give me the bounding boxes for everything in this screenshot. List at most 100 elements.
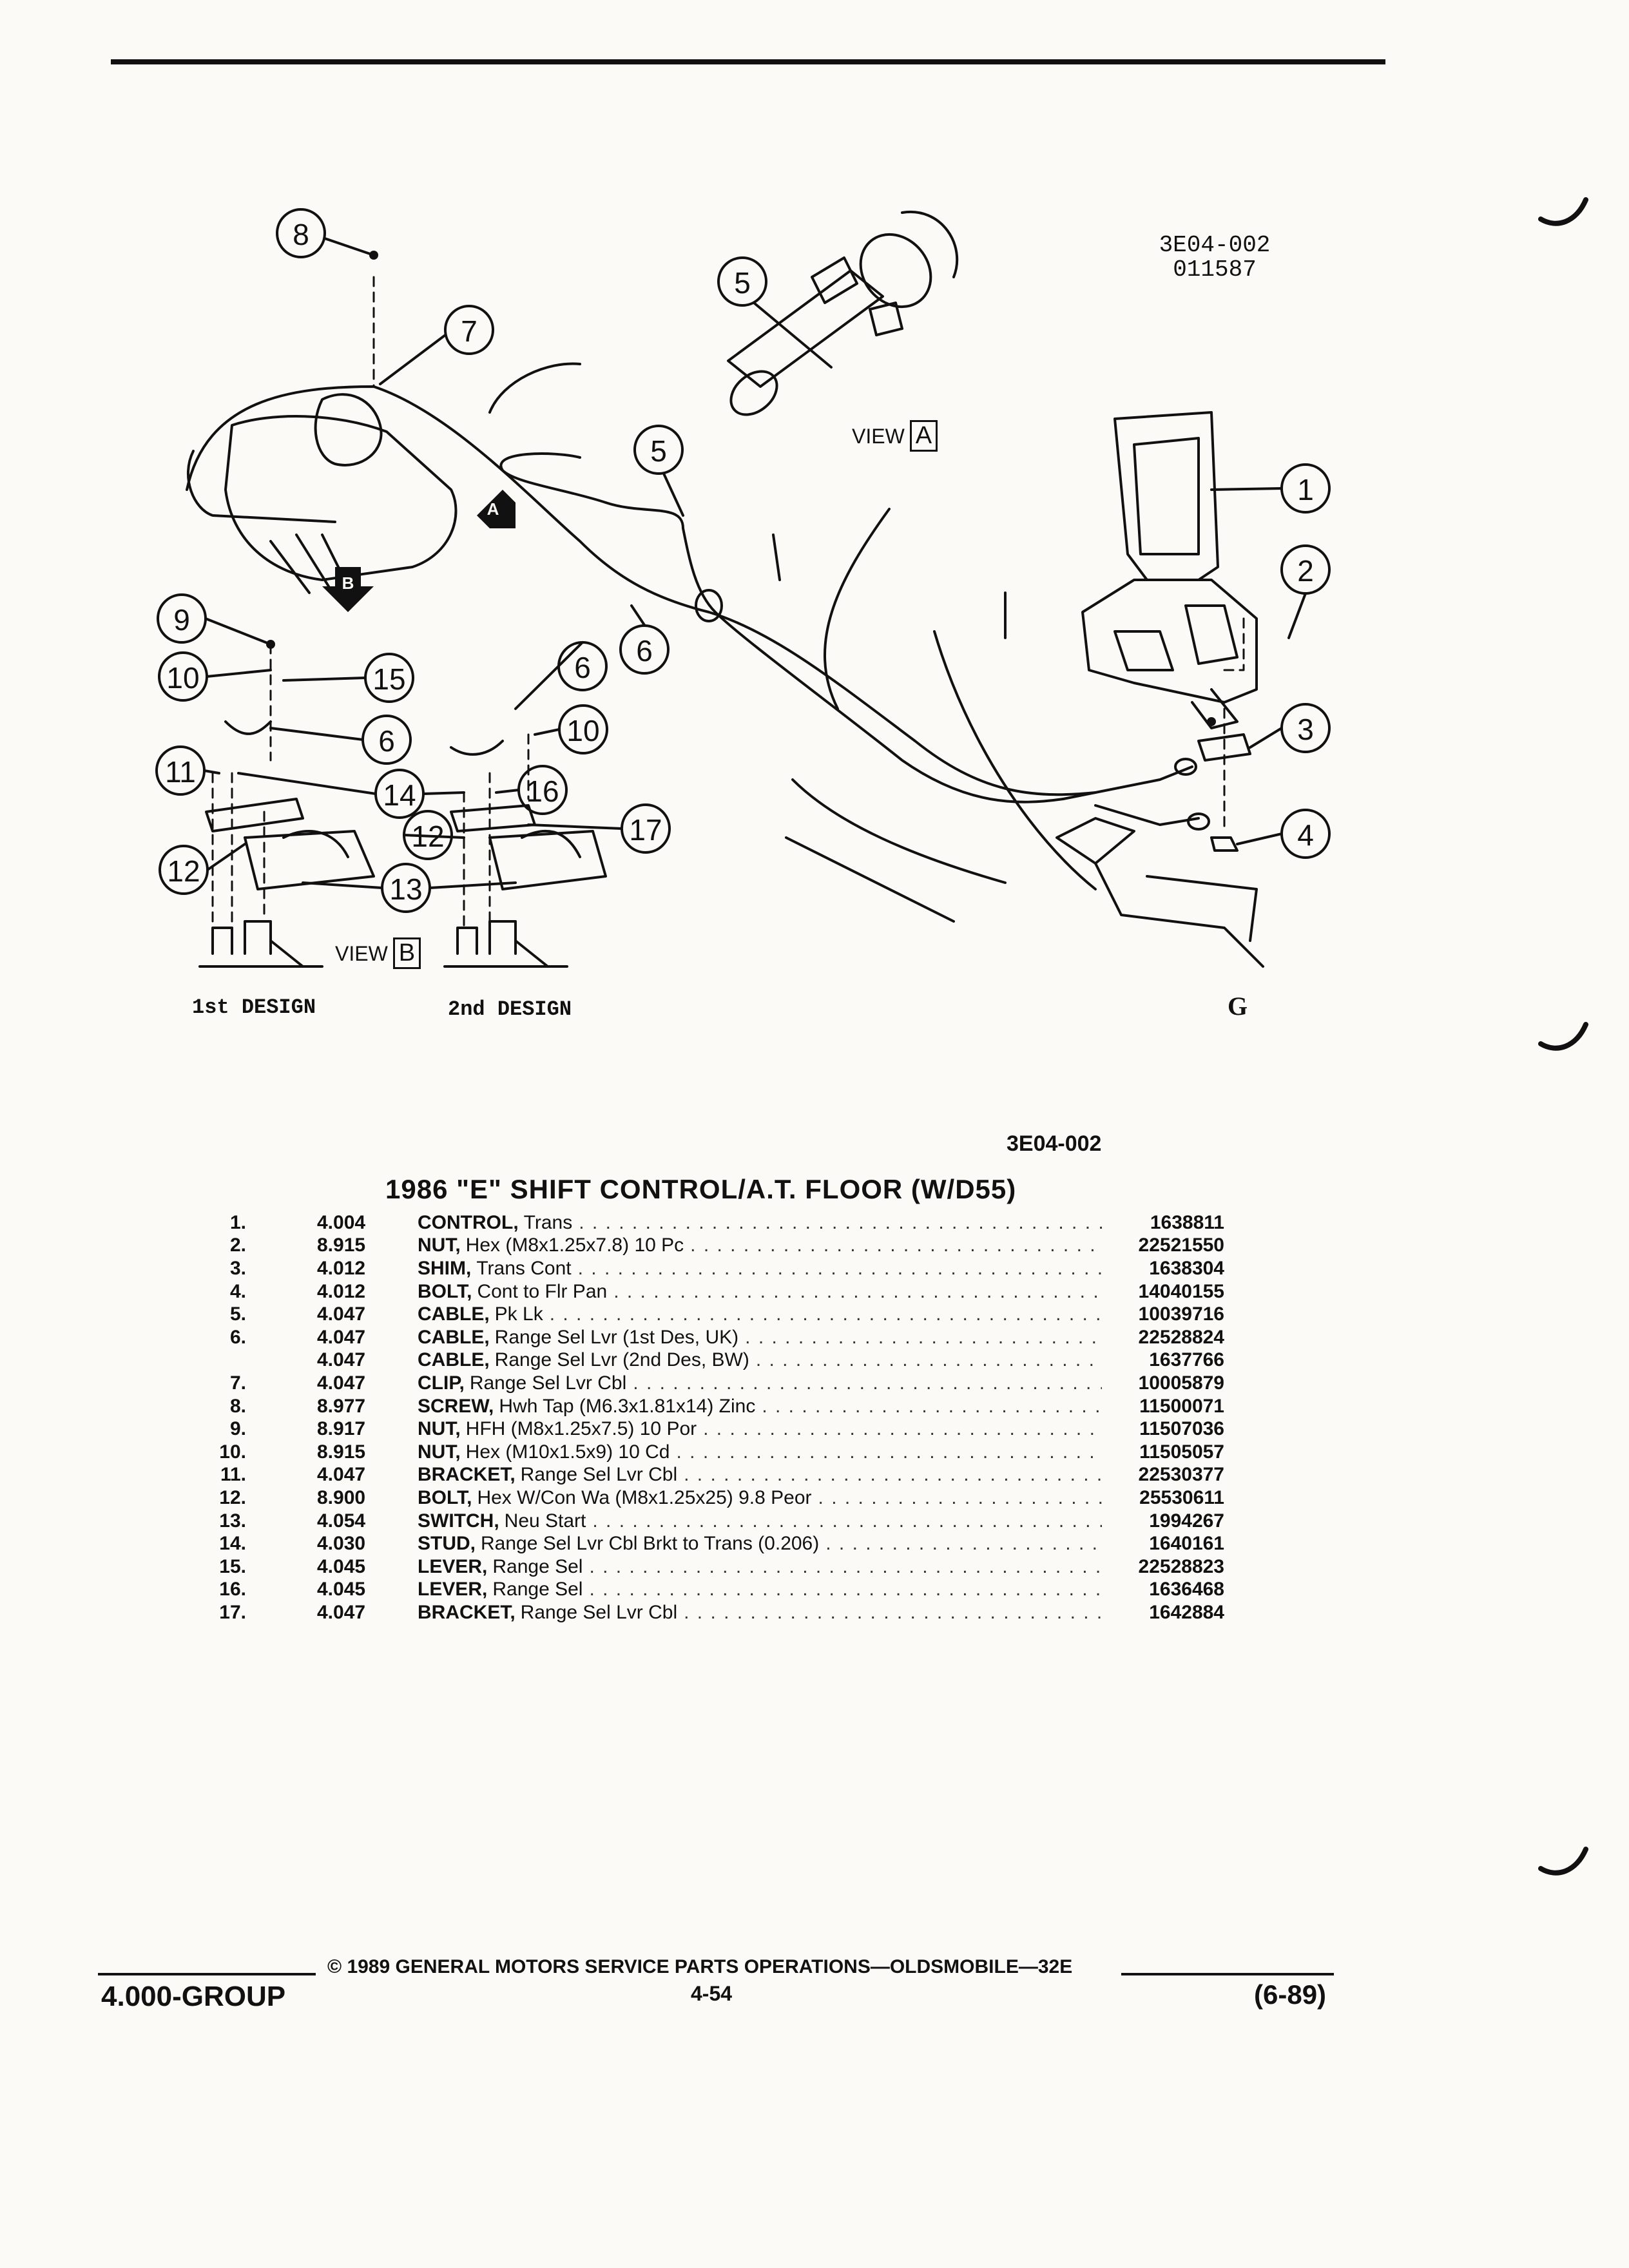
callout-12-second: 12 bbox=[411, 820, 444, 853]
gm-logo: G bbox=[1228, 992, 1248, 1021]
footer-page-number: 4-54 bbox=[691, 1982, 733, 2005]
leader-dots: . . . . . . . . . . . . . . . . . . . . … bbox=[762, 1395, 1102, 1417]
callout-7: 7 bbox=[461, 314, 477, 348]
binding-mark-icon bbox=[1538, 1022, 1588, 1051]
part-detail: Trans Cont bbox=[476, 1257, 572, 1279]
callout-3: 3 bbox=[1297, 713, 1314, 746]
item-number: 17. bbox=[219, 1601, 246, 1623]
leader-dots: . . . . . . . . . . . . . . . . . . . . … bbox=[684, 1464, 1102, 1486]
leader-dots: . . . . . . . . . . . . . . . . . . . . … bbox=[825, 1533, 1102, 1555]
part-detail: Range Sel Lvr Cbl bbox=[520, 1601, 678, 1623]
leader-dots: . . . . . . . . . . . . . . . . . . . . … bbox=[745, 1326, 1102, 1348]
item-number: 16. bbox=[219, 1579, 246, 1600]
callout-16: 16 bbox=[526, 774, 559, 808]
part-detail: Hex W/Con Wa (M8x1.25x25) 9.8 Peor bbox=[477, 1486, 812, 1508]
leader-dots: . . . . . . . . . . . . . . . . . . . . … bbox=[592, 1510, 1102, 1532]
part-description: CLIP,Range Sel Lvr Cbl. . . . . . . . . … bbox=[418, 1372, 1102, 1394]
callout-5-view-a: 5 bbox=[734, 266, 751, 300]
part-detail: Range Sel Lvr Cbl Brkt to Trans (0.206) bbox=[481, 1533, 820, 1555]
part-number: 11505057 bbox=[1139, 1441, 1224, 1463]
part-number: 1638304 bbox=[1149, 1257, 1224, 1279]
footer-rule-right bbox=[1121, 1973, 1334, 1975]
group-number: 4.047 bbox=[317, 1326, 366, 1348]
part-number: 22530377 bbox=[1138, 1464, 1224, 1486]
callout-6-second: 6 bbox=[574, 651, 591, 684]
ref-id-line1: 3E04-002 bbox=[1159, 232, 1271, 258]
group-number: 8.917 bbox=[317, 1418, 366, 1440]
part-number: 14040155 bbox=[1138, 1280, 1224, 1302]
group-number: 8.977 bbox=[317, 1395, 366, 1417]
callout-1: 1 bbox=[1297, 473, 1314, 506]
part-detail: Trans bbox=[523, 1211, 573, 1233]
part-detail: Range Sel Lvr (1st Des, UK) bbox=[494, 1326, 739, 1348]
part-number: 1637766 bbox=[1149, 1349, 1224, 1371]
item-number: 12. bbox=[219, 1486, 246, 1508]
part-name: SCREW, bbox=[418, 1395, 494, 1417]
part-name: BRACKET, bbox=[418, 1464, 516, 1486]
part-detail: Cont to Flr Pan bbox=[477, 1280, 608, 1302]
part-description: BRACKET,Range Sel Lvr Cbl . . . . . . . .… bbox=[418, 1464, 1102, 1486]
part-detail: Hex (M8x1.25x7.8) 10 Pc bbox=[465, 1235, 684, 1256]
leader-dots: . . . . . . . . . . . . . . . . . . . . … bbox=[690, 1235, 1102, 1256]
ref-id-line2: 011587 bbox=[1173, 256, 1257, 283]
part-name: NUT, bbox=[418, 1441, 461, 1463]
part-number: 11507036 bbox=[1139, 1418, 1224, 1440]
part-name: SHIM, bbox=[418, 1257, 472, 1279]
illustration-ref-id: 3E04-002 011587 bbox=[1150, 233, 1279, 282]
leader-dots: . . . . . . . . . . . . . . . . . . . . … bbox=[589, 1579, 1102, 1600]
arrow-a-letter: A bbox=[487, 499, 499, 519]
item-number: 10. bbox=[219, 1441, 246, 1463]
part-name: LEVER, bbox=[418, 1555, 488, 1577]
part-name: CABLE, bbox=[418, 1303, 490, 1325]
callout-11: 11 bbox=[165, 755, 196, 789]
callout-13: 13 bbox=[389, 872, 422, 906]
part-description: CONTROL,Trans. . . . . . . . . . . . . .… bbox=[418, 1212, 1102, 1234]
part-name: LEVER, bbox=[418, 1579, 488, 1600]
part-name: BOLT, bbox=[418, 1486, 472, 1508]
callout-17: 17 bbox=[629, 813, 662, 847]
part-detail: Range Sel bbox=[492, 1555, 583, 1577]
part-number: 10039716 bbox=[1138, 1303, 1224, 1325]
part-name: NUT, bbox=[418, 1418, 461, 1440]
part-number: 10005879 bbox=[1138, 1372, 1224, 1394]
part-description: CABLE,Range Sel Lvr (1st Des, UK) . . . .… bbox=[418, 1327, 1102, 1349]
footer-copyright: © 1989 GENERAL MOTORS SERVICE PARTS OPER… bbox=[327, 1956, 1073, 1977]
group-number: 4.045 bbox=[317, 1555, 366, 1577]
part-detail: Range Sel Lvr Cbl bbox=[520, 1464, 678, 1486]
part-description: CABLE,Range Sel Lvr (2nd Des, BW). . . .… bbox=[418, 1349, 1102, 1371]
part-number: 25530611 bbox=[1139, 1486, 1224, 1508]
leader-dots: . . . . . . . . . . . . . . . . . . . . … bbox=[684, 1601, 1102, 1623]
callout-9: 9 bbox=[173, 603, 190, 637]
part-number: 22521550 bbox=[1138, 1235, 1224, 1256]
parts-list-title: 1986 "E" SHIFT CONTROL/A.T. FLOOR (W/D55… bbox=[385, 1174, 1017, 1204]
callout-6-first: 6 bbox=[378, 724, 395, 758]
part-detail: Hwh Tap (M6.3x1.81x14) Zinc bbox=[499, 1395, 756, 1417]
group-number: 8.915 bbox=[317, 1235, 366, 1256]
part-description: BOLT,Hex W/Con Wa (M8x1.25x25) 9.8 Peor.… bbox=[418, 1487, 1102, 1509]
part-detail: Neu Start bbox=[504, 1510, 586, 1532]
part-name: CONTROL, bbox=[418, 1211, 519, 1233]
part-name: CABLE, bbox=[418, 1326, 490, 1348]
group-number: 4.047 bbox=[317, 1349, 366, 1371]
group-number: 4.047 bbox=[317, 1303, 366, 1325]
leader-dots: . . . . . . . . . . . . . . . . . . . . … bbox=[755, 1349, 1102, 1371]
leader-dots: . . . . . . . . . . . . . . . . . . . . … bbox=[818, 1486, 1102, 1508]
part-number: 1640161 bbox=[1149, 1533, 1224, 1555]
part-description: NUT,Hex (M10x1.5x9) 10 Cd. . . . . . . .… bbox=[418, 1441, 1102, 1463]
part-number: 1636468 bbox=[1149, 1579, 1224, 1600]
leader-dots: . . . . . . . . . . . . . . . . . . . . … bbox=[633, 1372, 1102, 1394]
part-description: SHIM,Trans Cont. . . . . . . . . . . . .… bbox=[418, 1258, 1102, 1280]
part-description: LEVER,Range Sel. . . . . . . . . . . . .… bbox=[418, 1556, 1102, 1578]
